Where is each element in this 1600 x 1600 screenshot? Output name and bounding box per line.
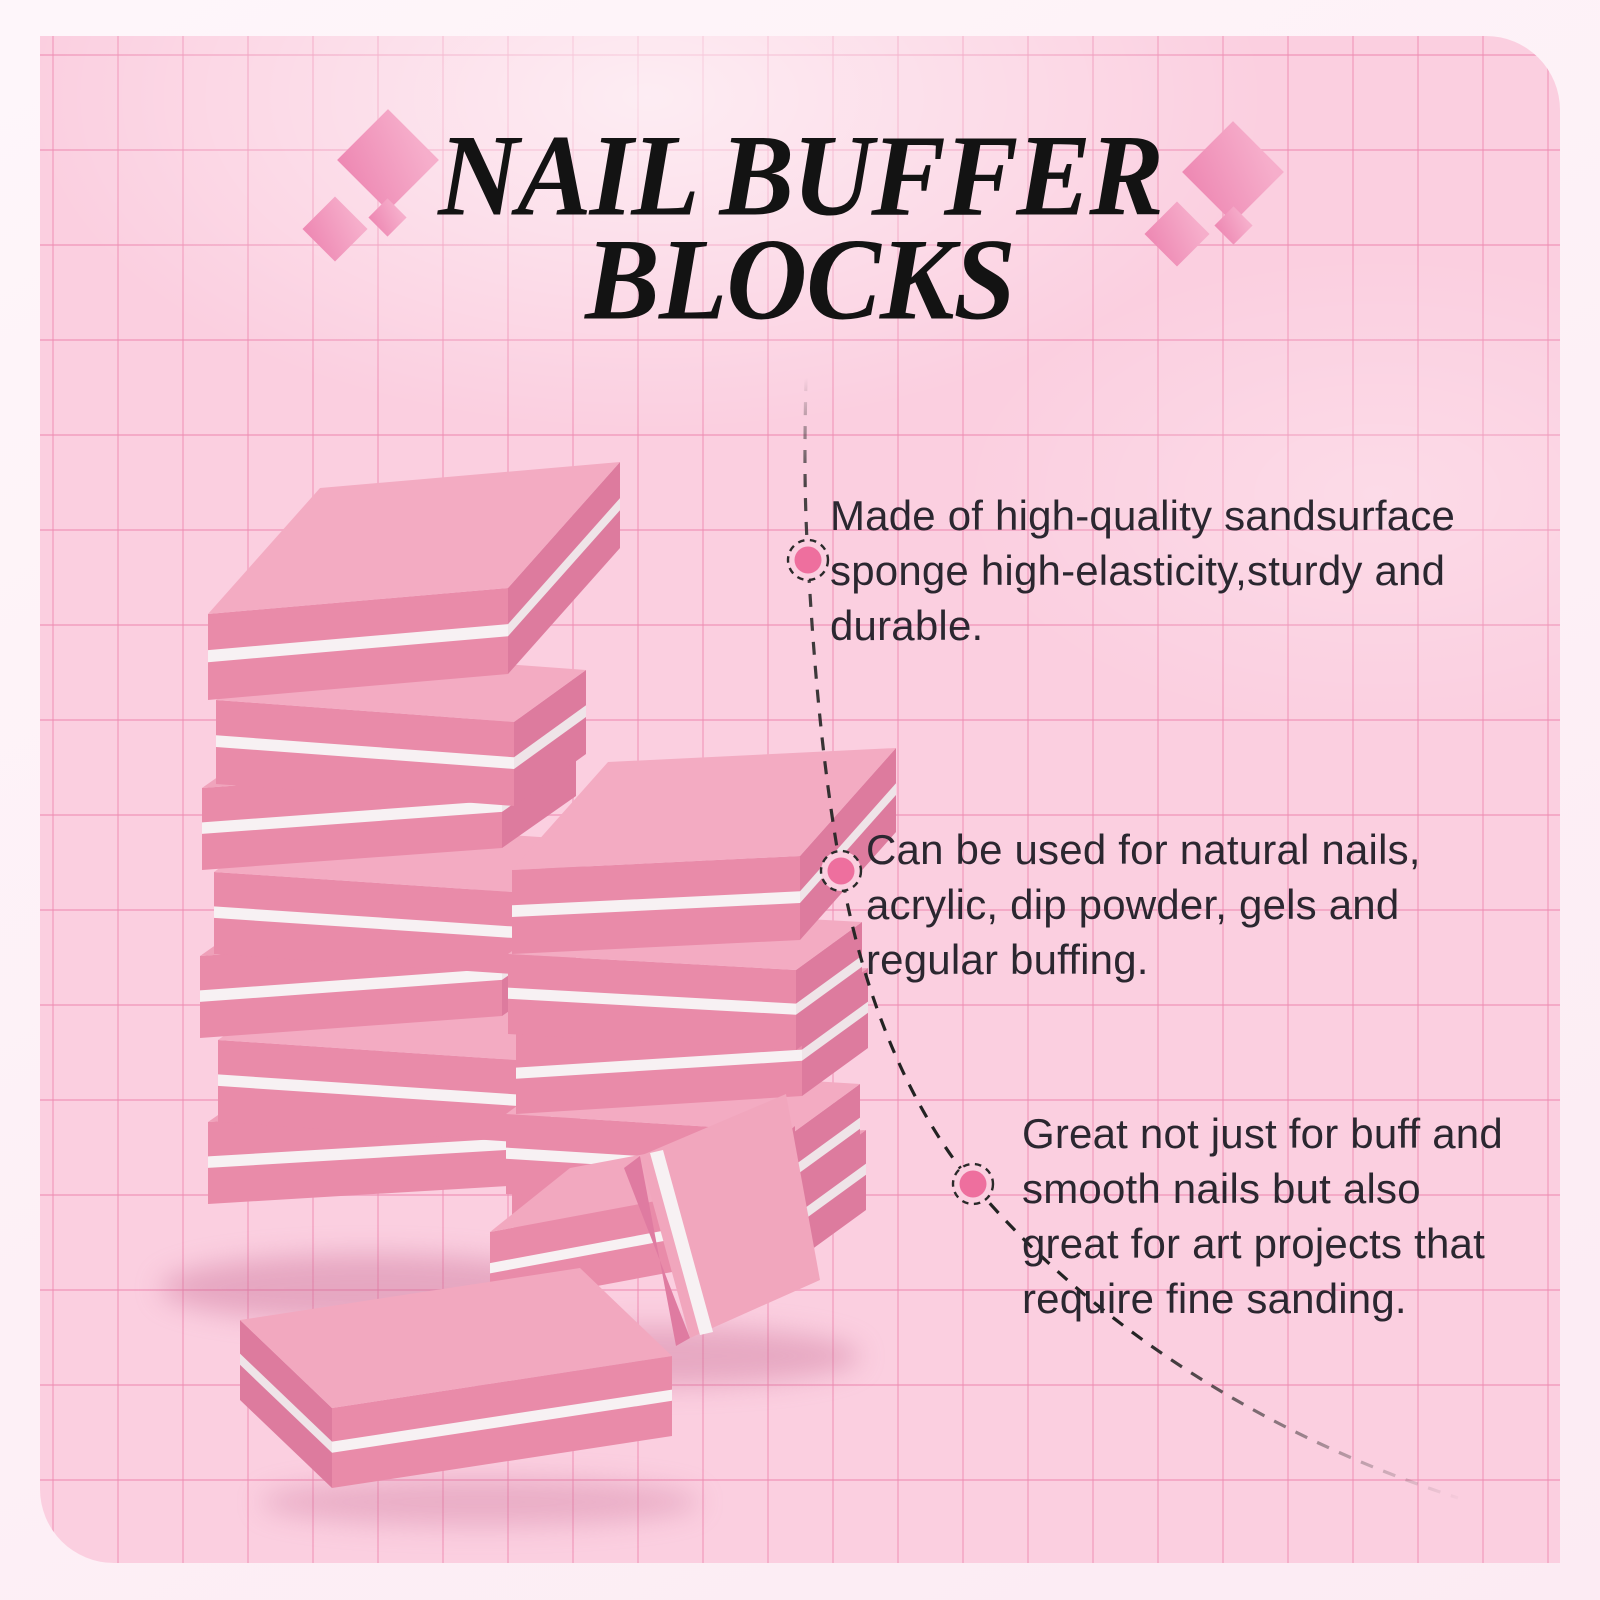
feature-line: great for art projects that xyxy=(1022,1220,1485,1267)
feature-text-2: Can be used for natural nails, acrylic, … xyxy=(866,822,1421,987)
buffer-block-top xyxy=(512,748,896,870)
pink-grid-card: NAIL BUFFER BLOCKS Made of high-quality … xyxy=(40,36,1560,1563)
feature-bullet-dot xyxy=(786,538,830,582)
feature-text-1: Made of high-quality sandsurface sponge … xyxy=(830,488,1455,653)
connector-line xyxy=(786,377,1459,1500)
page-title: NAIL BUFFER BLOCKS xyxy=(40,111,1560,345)
feature-line: smooth nails but also xyxy=(1022,1165,1421,1212)
feature-line: sponge high-elasticity,sturdy and xyxy=(830,547,1446,594)
feature-text-3: Great not just for buff and smooth nails… xyxy=(1022,1106,1503,1326)
feature-line: require fine sanding. xyxy=(1022,1275,1407,1322)
title-line-2: BLOCKS xyxy=(585,215,1016,345)
feature-line: regular buffing. xyxy=(866,936,1149,983)
feature-line: Made of high-quality sandsurface xyxy=(830,492,1456,539)
feature-line: Can be used for natural nails, xyxy=(866,826,1421,873)
feature-bullet-dot xyxy=(819,849,863,893)
feature-line: Great not just for buff and xyxy=(1022,1110,1503,1157)
feature-line: acrylic, dip powder, gels and xyxy=(866,881,1400,928)
title-line-1: NAIL BUFFER xyxy=(438,111,1164,241)
buffer-block-top xyxy=(240,1268,672,1408)
feature-line: durable. xyxy=(830,602,984,649)
buffer-block-top xyxy=(208,462,620,614)
feature-bullet-dot xyxy=(951,1162,995,1206)
